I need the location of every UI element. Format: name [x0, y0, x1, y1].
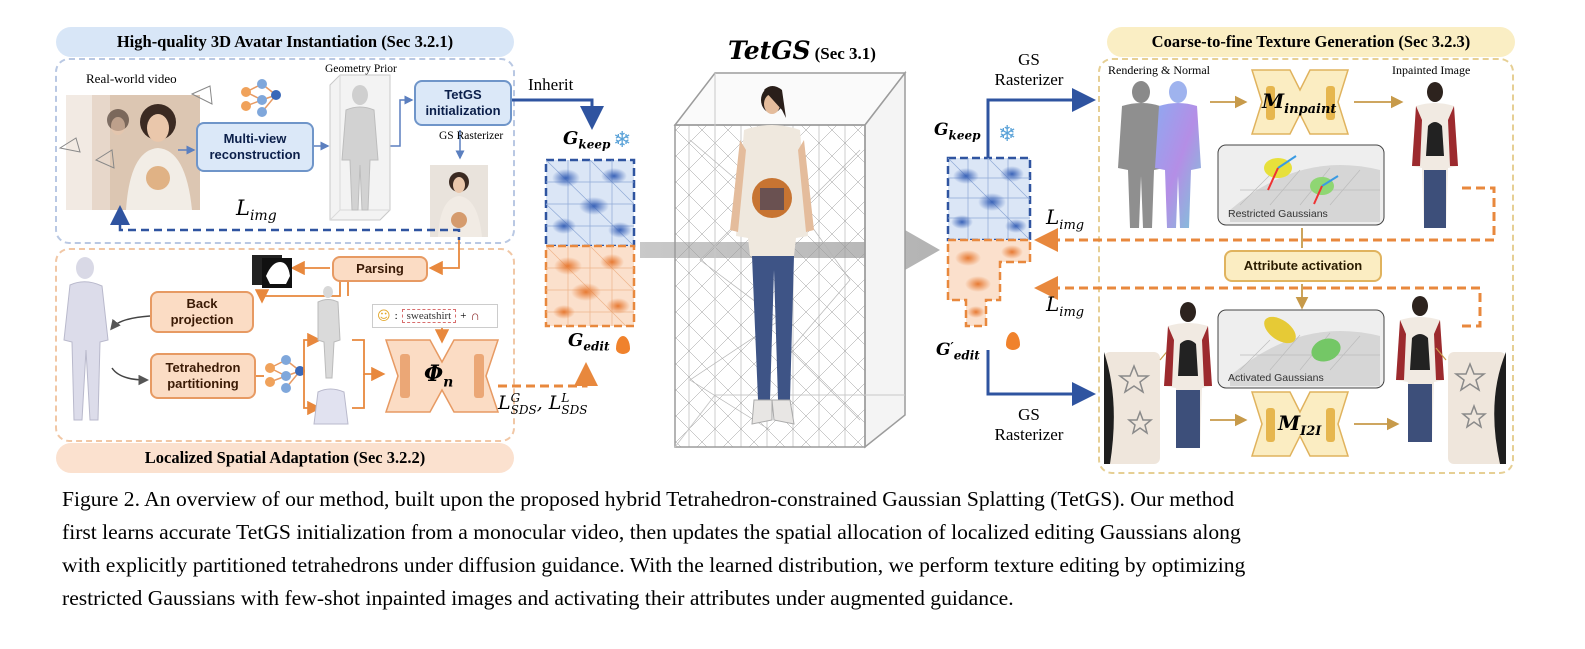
activated-gaussians-panel: [1217, 309, 1385, 389]
l-img-label-right-top: Limg: [1046, 205, 1085, 233]
phi-n-network: [384, 339, 500, 413]
activated-gaussians-label: Activated Gaussians: [1228, 372, 1324, 384]
localized-panel: [55, 248, 515, 442]
geometry-prior-label: Geometry Prior: [325, 63, 397, 75]
g-keep-block-right: [946, 156, 1032, 242]
attribute-activation-box: Attribute activation: [1224, 250, 1382, 282]
tetgs-title: TetGS (Sec 3.1): [728, 36, 876, 65]
gs-rasterizer-top-label: GS Rasterizer: [994, 50, 1064, 89]
m-inpaint-label: Minpaint: [1262, 89, 1337, 117]
m-i2i-network: [1250, 391, 1350, 457]
gs-rasterizer-bottom-label: GS Rasterizer: [994, 405, 1064, 444]
restricted-gaussians-label: Restricted Gaussians: [1228, 208, 1328, 220]
section-title-avatar: High-quality 3D Avatar Instantiation (Se…: [56, 27, 514, 57]
section-title-texture: Coarse-to-fine Texture Generation (Sec 3…: [1107, 27, 1515, 57]
real-world-video-frames: [66, 95, 200, 210]
rendering-grey: [1118, 81, 1164, 228]
inpainted-image-label: Inpainted Image: [1392, 63, 1471, 77]
multiview-reconstruction-box: Multi-view reconstruction: [196, 122, 314, 172]
real-world-video-label: Real-world video: [86, 71, 177, 86]
mesh-garment-part: [313, 388, 349, 425]
star-icon: [1453, 361, 1488, 429]
mesh-avatar-left: [63, 257, 109, 421]
edited-person-right: [1396, 296, 1444, 442]
figure-caption: Figure 2. An overview of our method, bui…: [62, 483, 1522, 615]
snowflake-icon: ❄: [613, 128, 632, 153]
neural-network-icon: [265, 355, 305, 393]
edited-person-left: [1164, 302, 1212, 448]
flame-icon: [1006, 332, 1020, 350]
section-title-localized: Localized Spatial Adaptation (Sec 3.2.2): [56, 443, 514, 473]
g-edit-block-left: [544, 244, 636, 328]
thinking-face-icon: ☺: [377, 308, 391, 324]
geometry-prior-mesh: [329, 74, 391, 221]
back-projection-box: Back projection: [150, 291, 254, 333]
garment-icon: ∩: [470, 308, 480, 323]
g-keep-label-right: Gkeep: [934, 120, 981, 143]
l-img-label-right-bottom: Limg: [1046, 292, 1085, 320]
g-edit-label-left: Gedit: [568, 330, 610, 354]
rendered-avatar-thumb: [430, 165, 488, 237]
m-i2i-label: MI2I: [1278, 411, 1322, 439]
l-img-label-left: Limg: [236, 196, 277, 225]
inherit-label: Inherit: [528, 75, 574, 94]
gs-rasterizer-small-label: GS Rasterizer: [439, 130, 504, 142]
rendering-normal-label: Rendering & Normal: [1108, 63, 1210, 77]
g-prime-edit-label-right: G′edit: [936, 340, 980, 363]
inpainted-person: [1412, 82, 1458, 228]
parsing-box: Parsing: [332, 256, 428, 282]
g-edit-block-right: [946, 238, 1032, 328]
center-avatar-person: [730, 86, 814, 425]
star-closeup-right: [1448, 352, 1506, 464]
camera-icon: [58, 85, 213, 169]
phi-n-label: Φn: [424, 361, 454, 391]
caption-line-3: with explicitly partitioned tetrahedrons…: [62, 553, 1246, 577]
g-keep-block-left: [544, 158, 636, 248]
caption-line-2: first learns accurate TetGS initializati…: [62, 520, 1241, 544]
diagram-canvas: [58, 69, 1506, 464]
avatar-panel: [55, 58, 515, 244]
neural-network-icon: [241, 79, 281, 117]
m-inpaint-network: [1250, 69, 1350, 135]
mesh-body-part: [317, 286, 341, 379]
sweatshirt-prompt: sweatshirt: [401, 309, 457, 323]
mask-icon: [252, 255, 292, 288]
star-icon: [1117, 363, 1154, 435]
caption-line-4: restricted Gaussians with few-shot inpai…: [62, 586, 1014, 610]
texture-panel: [1098, 58, 1514, 474]
text-prompt-bubble: ☺ : sweatshirt + ∩: [372, 304, 498, 328]
snowflake-icon: ❄: [998, 122, 1017, 147]
star-closeup-left: [1104, 352, 1160, 464]
flame-icon: [616, 336, 630, 354]
tetrahedron-partitioning-box: Tetrahedron partitioning: [150, 353, 256, 399]
restricted-gaussians-panel: [1217, 144, 1385, 226]
rendering-normal: [1155, 81, 1201, 228]
g-keep-label-left: Gkeep: [563, 128, 611, 152]
caption-line-1: Figure 2. An overview of our method, bui…: [62, 487, 1235, 511]
tetgs-initialization-box: TetGS initialization: [414, 80, 512, 126]
